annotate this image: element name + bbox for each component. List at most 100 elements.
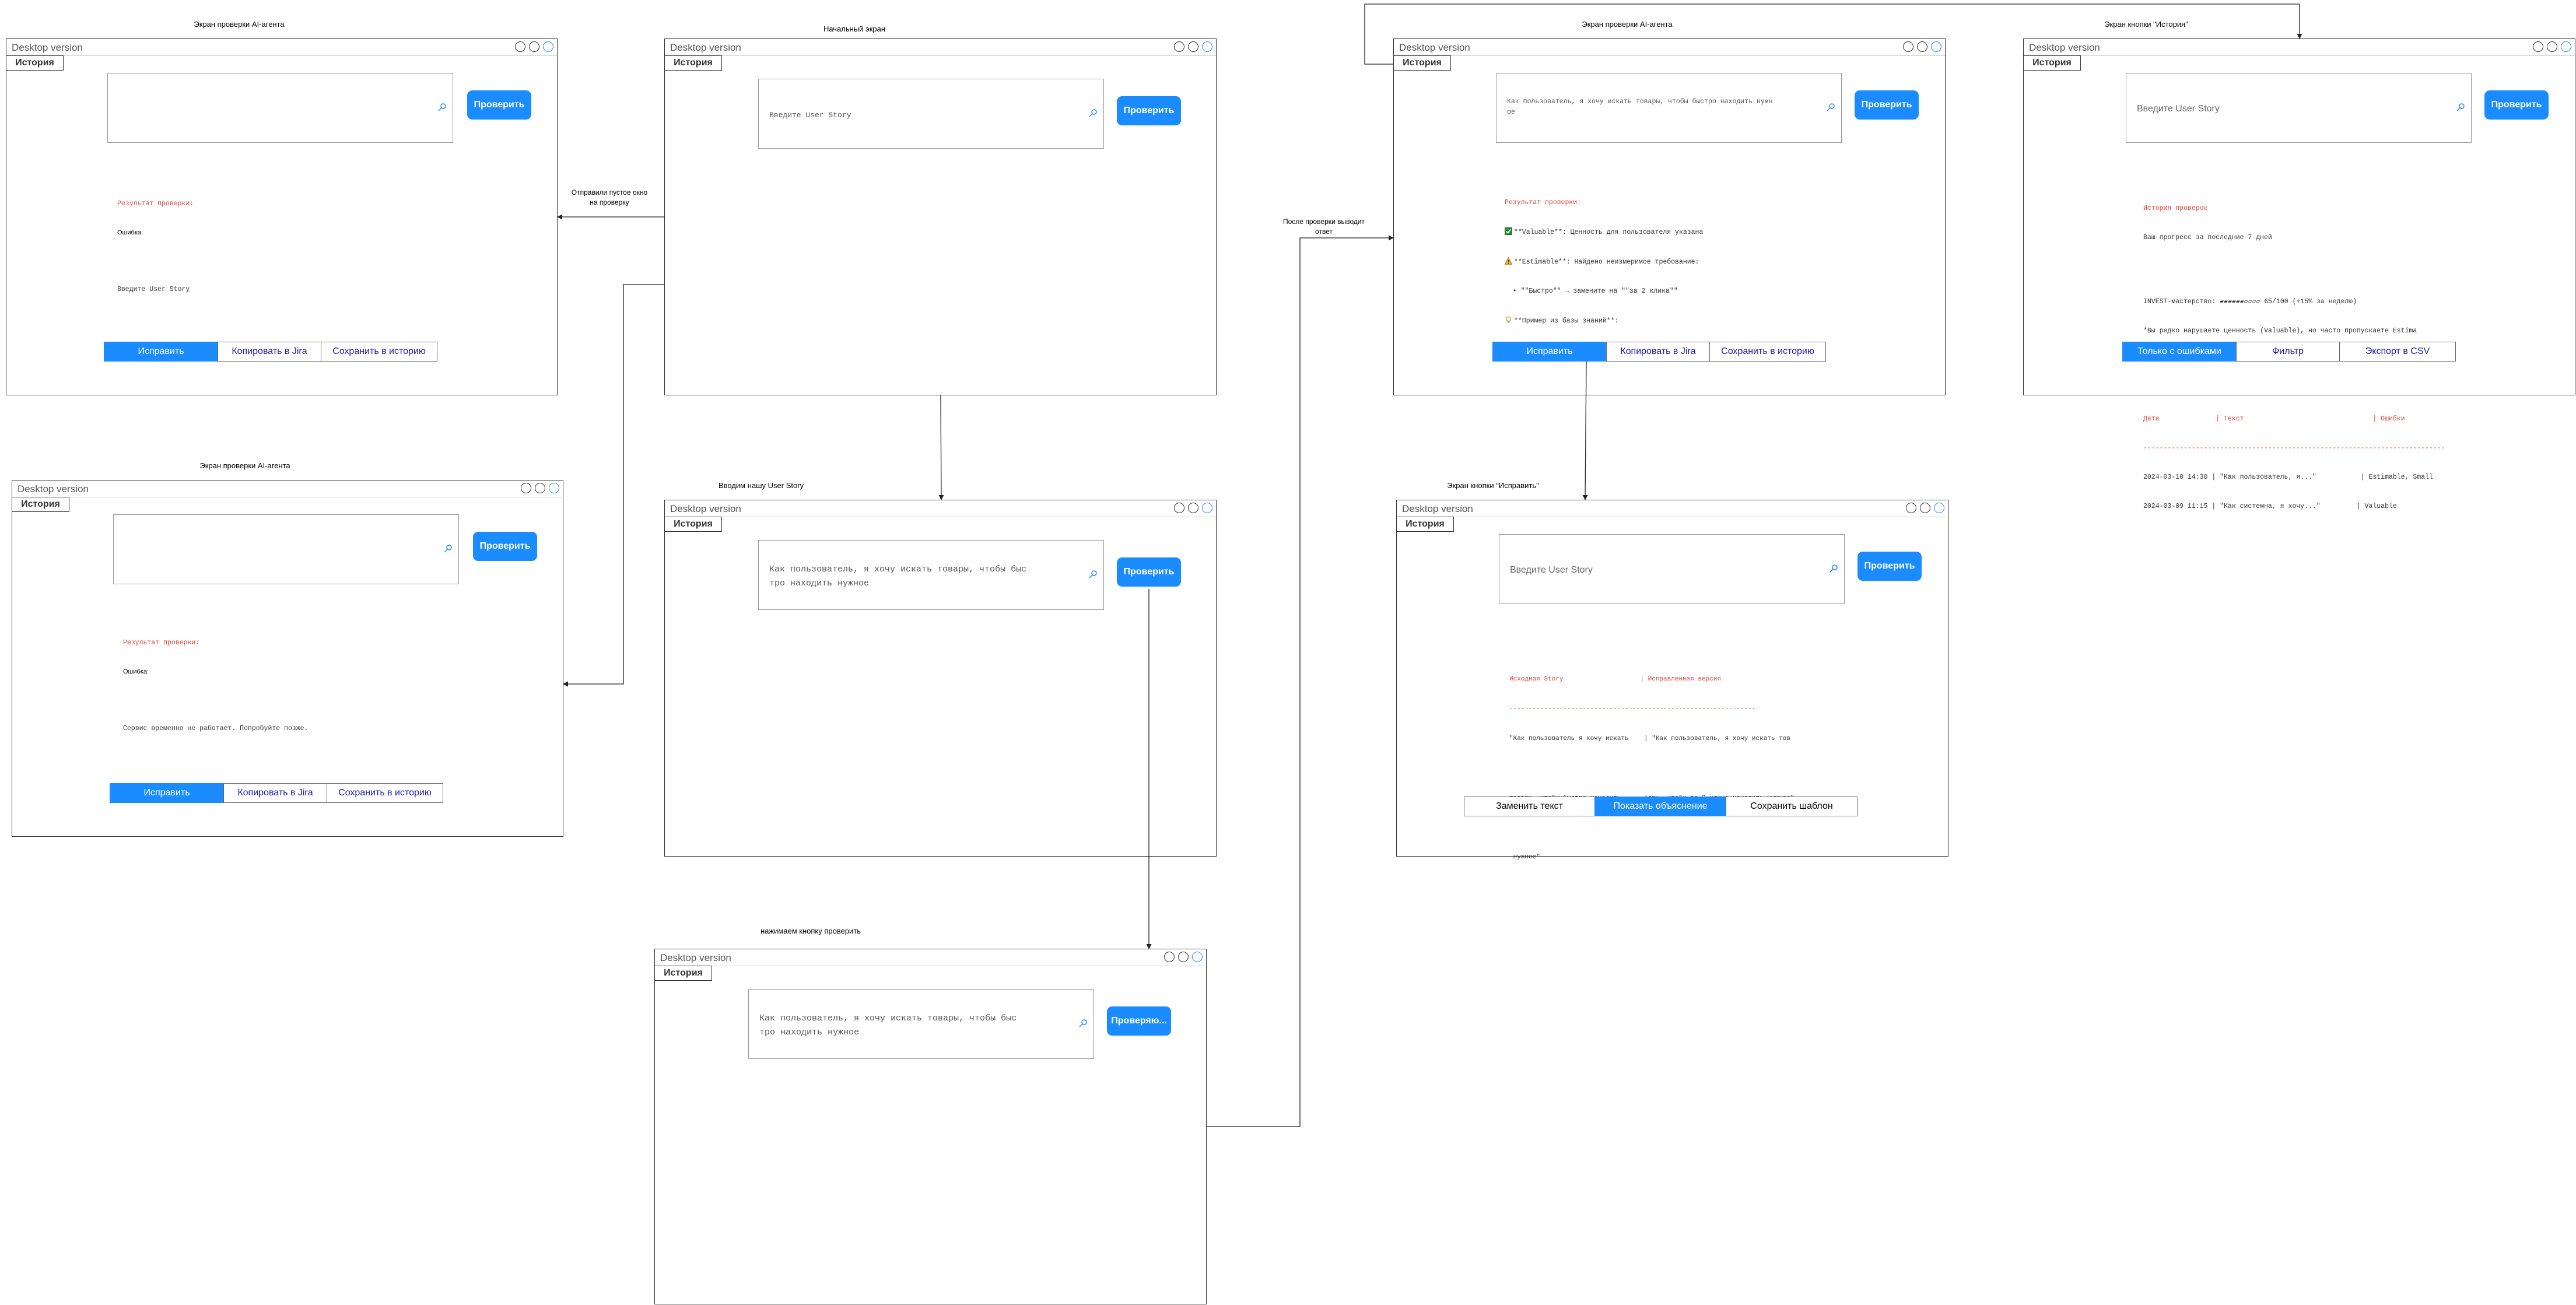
filter-button[interactable]: Фильтр — [2236, 342, 2340, 362]
search-icon[interactable] — [1088, 108, 1098, 118]
user-story-input[interactable]: Введите User Story — [758, 79, 1104, 149]
save-history-button[interactable]: Сохранить в историю — [1709, 342, 1826, 362]
check-button[interactable]: Проверить — [1855, 90, 1919, 120]
maximize-icon[interactable] — [1917, 41, 1927, 52]
user-story-input[interactable] — [113, 514, 459, 584]
titlebar: Desktop version — [655, 949, 1206, 966]
error-label: Ошибка: — [117, 229, 143, 237]
tab-history[interactable]: История — [2024, 55, 2081, 71]
search-icon[interactable] — [1088, 570, 1098, 579]
window-title: Desktop version — [1402, 503, 1473, 514]
maximize-icon[interactable] — [2547, 41, 2557, 52]
minimize-icon[interactable] — [1174, 503, 1184, 513]
frame-title: Начальный экран — [823, 24, 886, 33]
only-errors-button[interactable]: Только с ошибками — [2122, 342, 2237, 362]
minimize-icon[interactable] — [521, 483, 531, 493]
input-placeholder: Введите User Story — [2137, 104, 2220, 114]
close-icon[interactable] — [2561, 41, 2571, 52]
warning-icon — [1505, 257, 1512, 265]
compare-block: Исходная Story | Исправленная версия ---… — [1509, 655, 1913, 882]
table-row[interactable]: 2024-03-10 14:30 | "Как пользователь, я.… — [2143, 473, 2433, 482]
result-block: Результат проверки: Ошибка: Сервис време… — [123, 619, 528, 753]
search-icon[interactable] — [437, 103, 447, 112]
tab-history[interactable]: История — [6, 55, 64, 71]
maximize-icon[interactable] — [529, 41, 539, 52]
titlebar: Desktop version — [12, 480, 563, 497]
search-icon[interactable] — [1829, 564, 1838, 573]
result-heading: Результат проверки: — [117, 200, 194, 208]
tab-history[interactable]: История — [12, 497, 69, 512]
titlebar: Desktop version — [1394, 39, 1945, 56]
tab-history[interactable]: История — [1394, 55, 1451, 71]
check-button[interactable]: Проверить — [2484, 90, 2549, 120]
tab-history[interactable]: История — [665, 517, 722, 532]
minimize-icon[interactable] — [1903, 41, 1913, 52]
check-button[interactable]: Проверить — [1117, 557, 1181, 587]
progress-line: INVEST-мастерство: ▰▰▰▰▰▰▱▱▱▱ 65/100 (+1… — [2143, 297, 2357, 306]
maximize-icon[interactable] — [1178, 952, 1189, 962]
export-csv-button[interactable]: Экспорт в CSV — [2339, 342, 2456, 362]
minimize-icon[interactable] — [1906, 503, 1916, 513]
maximize-icon[interactable] — [1920, 503, 1930, 513]
tab-history[interactable]: История — [655, 966, 712, 981]
close-icon[interactable] — [1934, 503, 1944, 513]
window-title: Desktop version — [660, 952, 731, 963]
search-icon[interactable] — [443, 544, 453, 553]
user-story-input[interactable]: Введите User Story — [1499, 534, 1845, 604]
connector-service-error — [563, 284, 664, 687]
check-button[interactable]: Проверить — [1117, 96, 1181, 125]
close-icon[interactable] — [1192, 952, 1203, 962]
window-title: Desktop version — [1399, 42, 1470, 53]
result-line: **Estimable**: Найдено неизмеримое требо… — [1505, 257, 1910, 268]
check-button[interactable]: Проверить — [473, 532, 537, 561]
maximize-icon[interactable] — [1188, 503, 1198, 513]
maximize-icon[interactable] — [535, 483, 545, 493]
titlebar: Desktop version — [6, 39, 557, 56]
edge-label-empty-check: Отправили пустое окно на проверку — [566, 188, 653, 208]
tab-history[interactable]: История — [1397, 517, 1454, 532]
close-icon[interactable] — [543, 41, 553, 52]
fix-button[interactable]: Исправить — [1492, 342, 1607, 362]
minimize-icon[interactable] — [1174, 41, 1184, 52]
fix-button[interactable]: Исправить — [110, 783, 224, 803]
check-button[interactable]: Проверить — [467, 90, 531, 120]
table-row[interactable]: 2024-03-09 11:15 | "Как системна, я хочу… — [2143, 503, 2397, 511]
user-story-input[interactable]: Как пользователь, я хочу искать товары, … — [758, 540, 1104, 610]
user-story-input[interactable]: Как пользователь, я хочу искать товары, … — [1496, 73, 1842, 143]
check-button[interactable]: Проверить — [1857, 552, 1922, 581]
minimize-icon[interactable] — [1164, 952, 1175, 962]
maximize-icon[interactable] — [1188, 41, 1198, 52]
search-icon[interactable] — [1078, 1019, 1088, 1028]
action-buttons: Исправить Копировать в Jira Сохранить в … — [1492, 342, 1826, 362]
fix-button[interactable]: Исправить — [104, 342, 218, 362]
compare-rule: ----------------------------------------… — [1509, 706, 1756, 713]
tab-history[interactable]: История — [665, 55, 722, 71]
user-story-input[interactable]: Введите User Story — [2126, 73, 2472, 143]
user-story-input[interactable] — [107, 73, 453, 143]
search-icon[interactable] — [2456, 103, 2465, 112]
input-value: Как пользователь, я хочу искать товары, … — [759, 1013, 1017, 1037]
titlebar: Desktop version — [2024, 39, 2575, 56]
copy-jira-button[interactable]: Копировать в Jira — [218, 342, 321, 362]
close-icon[interactable] — [549, 483, 559, 493]
close-icon[interactable] — [1931, 41, 1941, 52]
copy-jira-button[interactable]: Копировать в Jira — [1606, 342, 1710, 362]
titlebar: Desktop version — [1397, 500, 1948, 517]
copy-jira-button[interactable]: Копировать в Jira — [223, 783, 327, 803]
window-title: Desktop version — [670, 503, 741, 514]
save-history-button[interactable]: Сохранить в историю — [327, 783, 443, 803]
save-template-button[interactable]: Сохранить шаблон — [1726, 797, 1857, 816]
lightbulb-icon — [1506, 317, 1511, 324]
search-icon[interactable] — [1826, 103, 1835, 112]
connector-answer — [1207, 235, 1394, 1127]
user-story-input[interactable]: Как пользователь, я хочу искать товары, … — [748, 989, 1094, 1059]
checking-button[interactable]: Проверяю... — [1107, 1006, 1171, 1036]
close-icon[interactable] — [1202, 503, 1212, 513]
replace-text-button[interactable]: Заменить текст — [1464, 797, 1595, 816]
show-explanation-button[interactable]: Показать объяснение — [1594, 797, 1726, 816]
action-buttons: Исправить Копировать в Jira Сохранить в … — [104, 342, 437, 362]
minimize-icon[interactable] — [515, 41, 525, 52]
minimize-icon[interactable] — [2533, 41, 2543, 52]
close-icon[interactable] — [1202, 41, 1212, 52]
save-history-button[interactable]: Сохранить в историю — [321, 342, 437, 362]
